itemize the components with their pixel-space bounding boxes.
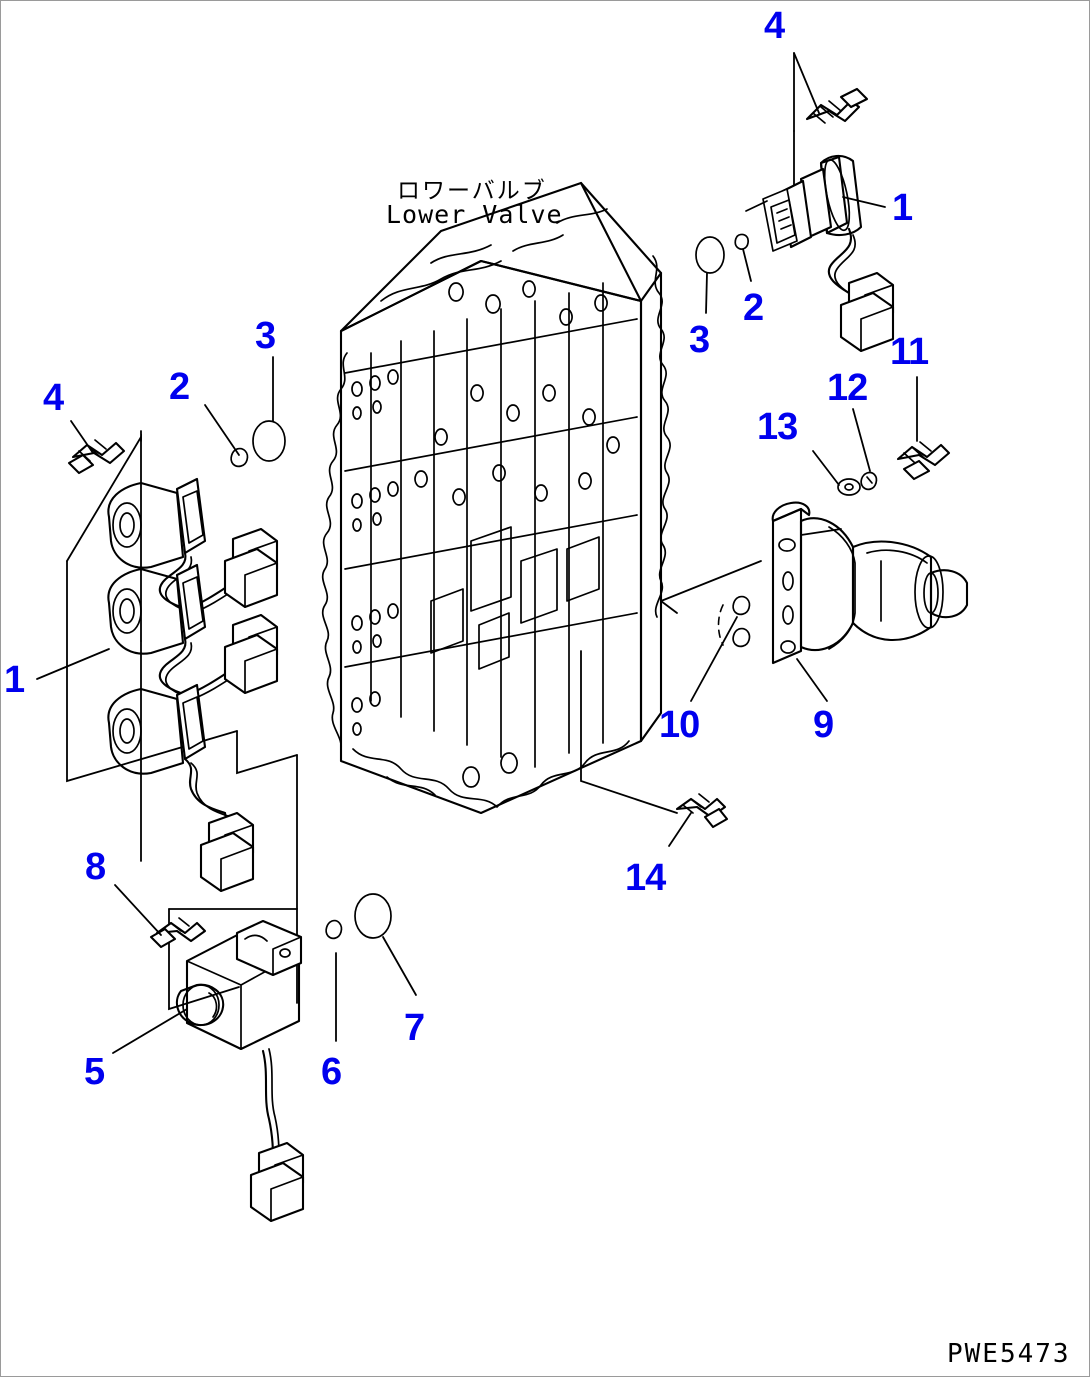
leader-2-left xyxy=(204,404,240,456)
valve-japanese-label: ロワーバルブ xyxy=(397,178,547,204)
part-12-washer xyxy=(860,471,878,491)
ref-plate-left-e xyxy=(236,730,298,775)
leader-14-stem xyxy=(580,650,678,814)
drawing-number: PWE5473 xyxy=(947,1339,1071,1369)
callout-c10: 10 xyxy=(659,704,700,746)
part-14-bolt xyxy=(675,793,729,829)
callout-c8: 8 xyxy=(85,846,106,888)
callout-c5: 5 xyxy=(84,1051,105,1093)
callout-c12: 12 xyxy=(827,367,868,409)
callout-c1-left: 1 xyxy=(4,659,25,701)
callout-c14: 14 xyxy=(625,857,666,899)
part-8-screw xyxy=(149,917,207,949)
leader-14 xyxy=(668,812,692,847)
part-1-top-solenoid xyxy=(745,154,895,353)
callout-c2-left: 2 xyxy=(169,366,190,408)
part-2-top-seal xyxy=(734,233,749,250)
leader-12 xyxy=(852,408,871,472)
callout-c3-top: 3 xyxy=(689,319,710,361)
ref-plate-left-bottom xyxy=(66,560,238,783)
callout-c2-top: 2 xyxy=(743,287,764,329)
callout-c6: 6 xyxy=(321,1051,342,1093)
callout-c7: 7 xyxy=(404,1007,425,1049)
ref-plate-right xyxy=(660,300,678,614)
part-10-dowel-pins xyxy=(717,595,751,648)
lower-valve-body xyxy=(321,181,671,815)
callout-c4-top: 4 xyxy=(764,5,785,47)
valve-english-label: Lower Valve xyxy=(386,200,563,229)
leader-4-top xyxy=(793,52,820,114)
callout-c9: 9 xyxy=(813,704,834,746)
leader-1-top xyxy=(842,196,886,208)
part-2-left-seal xyxy=(230,447,249,468)
part-4-left-bolt xyxy=(67,439,126,475)
callout-c3-left: 3 xyxy=(255,315,276,357)
part-7-oring xyxy=(354,893,392,939)
part-13-washer xyxy=(837,478,861,496)
part-5-solenoid-block xyxy=(175,919,305,1223)
leader-4-left xyxy=(70,420,94,454)
part-3-top-oring xyxy=(695,236,725,274)
leader-2-top xyxy=(742,248,752,282)
left-connector-3 xyxy=(199,811,255,893)
left-solenoid-3 xyxy=(107,683,236,840)
part-11-bolt xyxy=(896,441,951,481)
leader-8 xyxy=(114,884,162,936)
left-connector-1 xyxy=(223,527,279,609)
part-9-bracket-sensor xyxy=(771,501,969,665)
leader-13 xyxy=(812,450,840,486)
leader-10 xyxy=(690,616,738,702)
callout-c1-top: 1 xyxy=(892,187,913,229)
callout-c13: 13 xyxy=(757,406,798,448)
leader-5 xyxy=(112,1008,188,1054)
callout-c4-left: 4 xyxy=(43,377,64,419)
ref-plate-right-2 xyxy=(660,560,762,602)
leader-9 xyxy=(796,658,828,702)
callout-c11: 11 xyxy=(890,331,929,373)
leader-7 xyxy=(382,936,417,996)
part-6-seal xyxy=(325,919,343,940)
leader-1-left xyxy=(36,648,110,680)
ref-plate-left-top xyxy=(66,433,142,642)
leader-3-top xyxy=(705,272,708,314)
part-3-left-oring xyxy=(252,420,286,462)
left-connector-2 xyxy=(223,613,279,695)
part-4-top-bolt xyxy=(805,87,869,124)
